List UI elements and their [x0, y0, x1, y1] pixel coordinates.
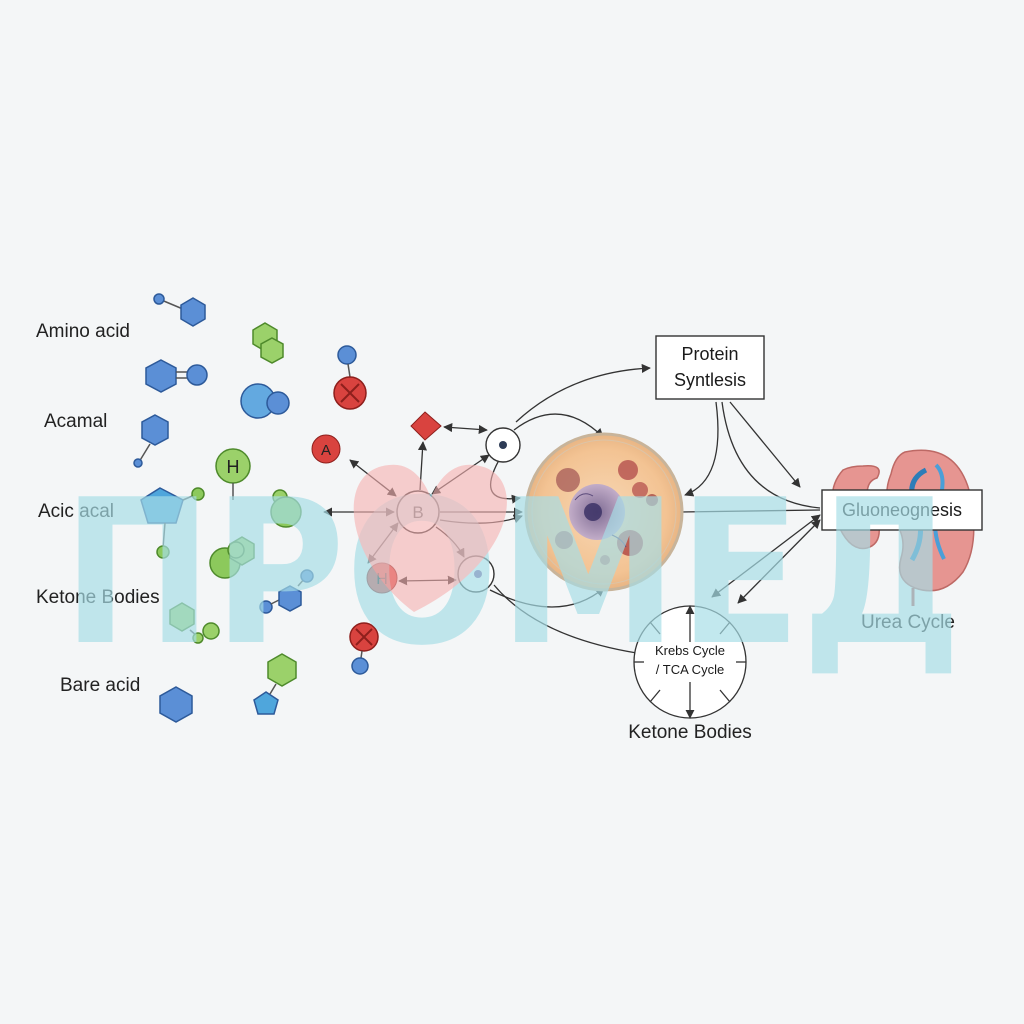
blue-hexagon-icon [141, 414, 169, 446]
organelle-icon [617, 530, 643, 556]
gluconeogenesis-label: Gluoneognesis [842, 500, 962, 520]
krebs-cycle-wheel [633, 605, 747, 719]
ketone-bodies-caption: Ketone Bodies [628, 722, 752, 743]
cell-illustration [524, 432, 684, 592]
green-h-letter: H [227, 457, 240, 477]
heart-icon [353, 464, 507, 612]
green-sphere-icon [192, 632, 204, 644]
blue-sphere-icon [186, 364, 208, 386]
blue-hexagon-icon [278, 585, 302, 612]
label-amino-acid: Amino acid [36, 321, 130, 342]
label-acic-acal: Acic acal [38, 501, 114, 522]
green-hexagon-icon [169, 602, 195, 632]
blue-sphere-icon [259, 600, 273, 614]
organelle-icon [618, 460, 638, 480]
label-ketone-bodies-left: Ketone Bodies [36, 587, 160, 608]
organelle-icon [646, 494, 658, 506]
urea-cycle-label: Urea Cycle [861, 612, 955, 633]
blue-sphere-icon [266, 391, 290, 415]
green-sphere-icon [191, 487, 205, 501]
blue-pentagon-icon [140, 487, 184, 524]
krebs-cycle-line2: / TCA Cycle [656, 662, 724, 677]
gluconeogenesis-box: Gluoneognesis [821, 489, 983, 531]
krebs-cycle-line1: Krebs Cycle [655, 643, 725, 658]
watermark-logo: ПРОМЕД [62, 457, 962, 690]
blue-hexagon-icon [180, 297, 206, 327]
node-dot-bottom-core [474, 570, 482, 578]
blue-pentagon-icon [253, 691, 279, 715]
green-sphere-icon [202, 622, 220, 640]
molecule-cluster: H [133, 293, 379, 723]
green-sphere-icon [156, 545, 170, 559]
green-hexagon-icon [267, 653, 297, 687]
label-bare-acid: Bare acid [60, 675, 140, 696]
protein-synthesis-box: Protein Syntlesis [655, 335, 765, 400]
blue-sphere-icon [337, 345, 357, 365]
organelle-icon [555, 531, 573, 549]
left-labels: Amino acid Acamal Acic acal Ketone Bodie… [36, 321, 160, 696]
organelle-icon [556, 468, 580, 492]
green-sphere-icon [227, 541, 245, 559]
blue-hexagon-icon [159, 686, 193, 723]
node-a [311, 434, 341, 464]
node-dot-top-core [499, 441, 507, 449]
blue-sphere-icon [133, 458, 143, 468]
green-hexagon-icon [260, 337, 284, 364]
organelle-icon [600, 555, 610, 565]
label-acamal: Acamal [44, 411, 107, 432]
node-a-letter: A [321, 442, 331, 459]
blue-sphere-icon [300, 569, 314, 583]
blue-sphere-icon [351, 657, 369, 675]
watermark-text: ПРОМЕД [62, 457, 962, 690]
green-sphere-icon [270, 496, 302, 528]
protein-synthesis-line1: Protein [681, 344, 738, 364]
blue-sphere-icon [153, 293, 165, 305]
protein-synthesis-line2: Syntlesis [674, 370, 746, 390]
red-diamond-icon [410, 411, 442, 441]
blue-hexagon-icon [145, 359, 177, 393]
organelle-icon [632, 482, 648, 498]
